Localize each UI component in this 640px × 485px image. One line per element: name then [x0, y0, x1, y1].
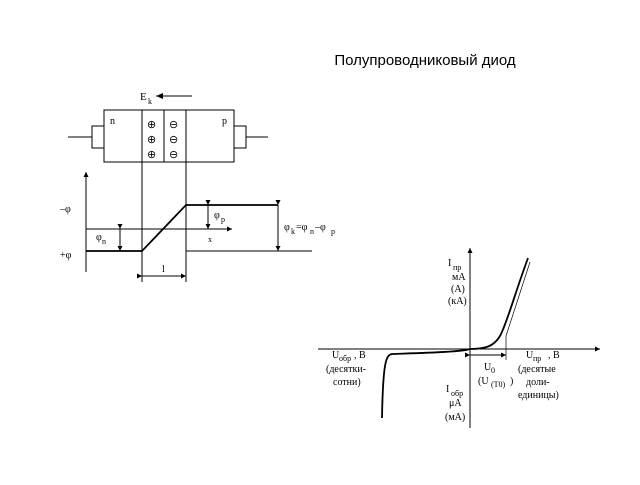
svg-text:μА: μА: [449, 398, 462, 409]
svg-text:мА: мА: [452, 272, 466, 283]
svg-text:(U: (U: [478, 376, 489, 387]
axis-label-minus-phi: –φ: [59, 204, 71, 215]
svg-text:обр: обр: [451, 389, 463, 398]
svg-text:(десятые: (десятые: [518, 364, 556, 375]
negative-ion: ⊖: [169, 149, 178, 161]
svg-text:U: U: [332, 350, 340, 361]
svg-text:единицы): единицы): [518, 390, 559, 401]
svg-text:U: U: [484, 362, 492, 373]
depletion-width-label: l: [162, 264, 165, 275]
svg-text:(десятки-: (десятки-: [326, 364, 366, 375]
junction-diagram: E k n p ⊕ ⊕ ⊕ ⊖ ⊖ ⊖: [68, 91, 268, 282]
svg-text:–φ: –φ: [314, 222, 326, 233]
x-axis-label: x: [208, 235, 212, 244]
forward-voltage-label: U пр , В (десятые доли- единицы): [518, 350, 560, 401]
svg-text:(кА): (кА): [448, 296, 467, 307]
forward-tangent: [505, 261, 531, 337]
svg-text:сотни): сотни): [333, 377, 361, 388]
svg-text:k: k: [291, 227, 295, 236]
phi-n-label: φ: [96, 232, 102, 243]
field-label: E: [140, 91, 147, 103]
right-contact: [233, 125, 247, 149]
svg-text:, В: , В: [548, 350, 560, 361]
n-region-label: n: [110, 116, 115, 127]
potential-curve: [86, 204, 278, 252]
svg-text:(T0): (T0): [491, 380, 506, 389]
svg-text:доли-: доли-: [526, 377, 550, 388]
svg-text:пр: пр: [533, 354, 541, 363]
reverse-voltage-label: U обр , В (десятки- сотни): [326, 350, 366, 388]
svg-text:обр: обр: [339, 354, 351, 363]
positive-ion: ⊕: [147, 149, 156, 161]
svg-text:n: n: [310, 227, 314, 236]
svg-text:U: U: [526, 350, 534, 361]
axis-label-plus-phi: +φ: [60, 250, 72, 261]
negative-ion: ⊖: [169, 119, 178, 131]
forward-current-label: I пр мА (А) (кА): [448, 258, 467, 307]
reverse-branch: [381, 348, 471, 419]
p-region-label: p: [222, 116, 227, 127]
reverse-current-label: I обр μА (мА): [445, 384, 465, 423]
positive-ion: ⊕: [147, 134, 156, 146]
svg-text:=φ: =φ: [296, 222, 308, 233]
page-title: Полупроводниковый диод: [334, 52, 516, 69]
svg-text:0: 0: [491, 366, 495, 375]
potential-diagram: –φ +φ x φ n φ p φ k =φ n –φ: [59, 172, 335, 279]
iv-characteristic: I пр мА (А) (кА) I обр μА (мА) U пр , В …: [318, 248, 600, 428]
svg-text:p: p: [331, 227, 335, 236]
svg-text:φ: φ: [284, 222, 290, 233]
svg-text:): ): [510, 376, 513, 387]
forward-branch: [469, 257, 529, 350]
svg-text:I: I: [446, 384, 449, 395]
svg-text:(А): (А): [451, 284, 465, 295]
phi-n-sub: n: [102, 237, 106, 246]
svg-text:I: I: [448, 258, 451, 269]
threshold-voltage-label: U 0 (U (T0) ): [478, 362, 513, 389]
positive-ion: ⊕: [147, 119, 156, 131]
field-label-sub: k: [148, 97, 152, 106]
phi-k-equation: φ k =φ n –φ p: [284, 222, 335, 236]
left-contact: [91, 125, 105, 149]
svg-text:, В: , В: [354, 350, 366, 361]
phi-p-sub: p: [221, 215, 225, 224]
svg-text:(мА): (мА): [445, 412, 465, 423]
negative-ion: ⊖: [169, 134, 178, 146]
svg-text:пр: пр: [453, 263, 461, 272]
phi-p-label: φ: [214, 210, 220, 221]
